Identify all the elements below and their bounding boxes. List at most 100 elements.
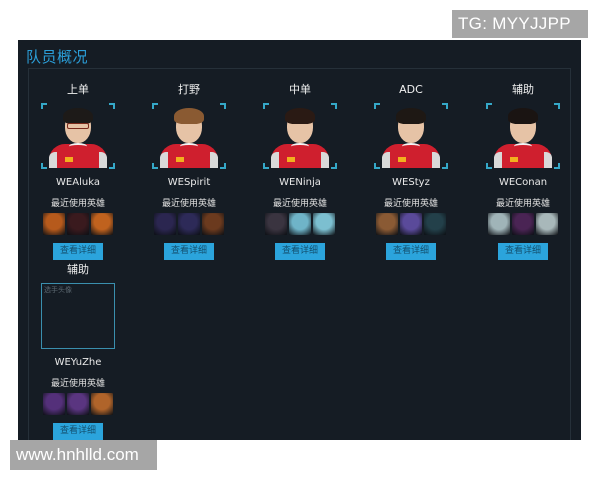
hair <box>396 108 426 124</box>
avatar[interactable] <box>263 103 337 169</box>
hero-icon-white-hair[interactable] <box>536 213 558 235</box>
recent-heroes-list <box>28 213 128 235</box>
frame-corner-icon <box>220 163 226 169</box>
frame-corner-icon <box>41 163 47 169</box>
recent-heroes-list <box>361 213 461 235</box>
hero-icon-pink-blue[interactable] <box>400 213 422 235</box>
player-card-wespirit: 打野 WESpirit 最近使用英雄 查看详细 <box>139 83 239 260</box>
frame-corner-icon <box>442 163 448 169</box>
collar <box>402 143 420 150</box>
player-role: 辅助 <box>512 83 534 96</box>
sleeve <box>382 152 390 168</box>
view-details-button[interactable]: 查看详细 <box>386 243 436 260</box>
frame-corner-icon <box>486 103 492 109</box>
recent-heroes-label: 最近使用英雄 <box>383 199 438 209</box>
collar <box>291 143 309 150</box>
frame-corner-icon <box>109 103 115 109</box>
frame-corner-icon <box>41 103 47 109</box>
hero-icon-ice-blue[interactable] <box>313 213 335 235</box>
player-name[interactable]: WEConan <box>498 177 548 188</box>
frame-corner-icon <box>374 163 380 169</box>
avatar[interactable] <box>374 103 448 169</box>
avatar[interactable] <box>152 103 226 169</box>
frame-corner-icon <box>263 163 269 169</box>
team-logo-icon <box>510 157 518 162</box>
player-role: 打野 <box>178 83 200 96</box>
panel-title: 队员概况 <box>26 48 89 66</box>
player-portrait <box>47 107 109 168</box>
hair <box>63 108 93 124</box>
frame-corner-icon <box>374 103 380 109</box>
sleeve <box>210 152 218 168</box>
player-name[interactable]: WESpirit <box>167 177 211 188</box>
frame-corner-icon <box>263 103 269 109</box>
view-details-button[interactable]: 查看详细 <box>53 423 103 440</box>
hero-icon-dark-blue-red[interactable] <box>154 213 176 235</box>
sleeve <box>321 152 329 168</box>
avatar[interactable] <box>41 103 115 169</box>
view-details-button[interactable]: 查看详细 <box>275 243 325 260</box>
hero-icon-dark-red[interactable] <box>67 213 89 235</box>
watermark-top-right: TG: MYYJJPP <box>452 10 588 38</box>
frame-corner-icon <box>331 103 337 109</box>
recent-heroes-list <box>250 213 350 235</box>
hero-icon-purple-girl[interactable] <box>43 393 65 415</box>
hero-icon-orange-yordle[interactable] <box>43 213 65 235</box>
player-card-weconan: 辅助 WEConan 最近使用英雄 查看详细 <box>473 83 573 260</box>
view-details-button[interactable]: 查看详细 <box>53 243 103 260</box>
glasses-icon <box>67 123 89 129</box>
sleeve <box>544 152 552 168</box>
team-logo-icon <box>398 157 406 162</box>
player-name[interactable]: WENinja <box>279 177 321 188</box>
player-name[interactable]: WEYuZhe <box>54 357 102 368</box>
hero-icon-dark-teal[interactable] <box>424 213 446 235</box>
recent-heroes-list <box>28 393 128 415</box>
hero-icon-purple-girl[interactable] <box>512 213 534 235</box>
player-card-weninja: 中单 WENinja 最近使用英雄 查看详细 <box>250 83 350 260</box>
hair <box>174 108 204 124</box>
frame-corner-icon <box>152 163 158 169</box>
avatar-broken-image[interactable]: 选手头像 <box>41 283 115 349</box>
frame-corner-icon <box>152 103 158 109</box>
sleeve <box>160 152 168 168</box>
collar <box>180 143 198 150</box>
frame-corner-icon <box>554 103 560 109</box>
hero-icon-orange-yordle[interactable] <box>91 213 113 235</box>
sleeve <box>271 152 279 168</box>
player-card-weyuzhe: 辅助 选手头像 WEYuZhe 最近使用英雄 查看详细 <box>28 263 128 440</box>
player-role: ADC <box>399 83 423 96</box>
hero-icon-dark-blue-red[interactable] <box>178 213 200 235</box>
player-card-westyz: ADC WEStyz 最近使用英雄 查看详细 <box>361 83 461 260</box>
hero-icon-dark-hair-girl[interactable] <box>265 213 287 235</box>
watermark-bottom-left: www.hnhlld.com <box>10 440 157 470</box>
hero-icon-brown-yordle[interactable] <box>376 213 398 235</box>
player-portrait <box>158 107 220 168</box>
frame-corner-icon <box>109 163 115 169</box>
player-portrait <box>492 107 554 168</box>
player-role: 中单 <box>289 83 311 96</box>
hero-icon-ice-blue[interactable] <box>289 213 311 235</box>
collar <box>514 143 532 150</box>
recent-heroes-label: 最近使用英雄 <box>50 199 105 209</box>
hero-icon-brown-gold[interactable] <box>202 213 224 235</box>
team-overview-panel: 队员概况 上单 WEAluka 最近使用英雄 查看详细 打野 WESpirit … <box>18 40 581 440</box>
sleeve <box>494 152 502 168</box>
view-details-button[interactable]: 查看详细 <box>164 243 214 260</box>
frame-corner-icon <box>220 103 226 109</box>
player-portrait <box>380 107 442 168</box>
hero-icon-purple-girl[interactable] <box>67 393 89 415</box>
player-name[interactable]: WEStyz <box>392 177 430 188</box>
hero-icon-white-hair[interactable] <box>488 213 510 235</box>
hero-icon-orange-girl[interactable] <box>91 393 113 415</box>
avatar-alt-text: 选手头像 <box>44 286 72 294</box>
player-role: 辅助 <box>67 263 89 276</box>
player-name[interactable]: WEAluka <box>56 177 100 188</box>
avatar[interactable] <box>486 103 560 169</box>
frame-corner-icon <box>554 163 560 169</box>
hair <box>508 108 538 124</box>
recent-heroes-label: 最近使用英雄 <box>272 199 327 209</box>
frame-corner-icon <box>486 163 492 169</box>
view-details-button[interactable]: 查看详细 <box>498 243 548 260</box>
players-container <box>28 68 571 440</box>
sleeve <box>432 152 440 168</box>
